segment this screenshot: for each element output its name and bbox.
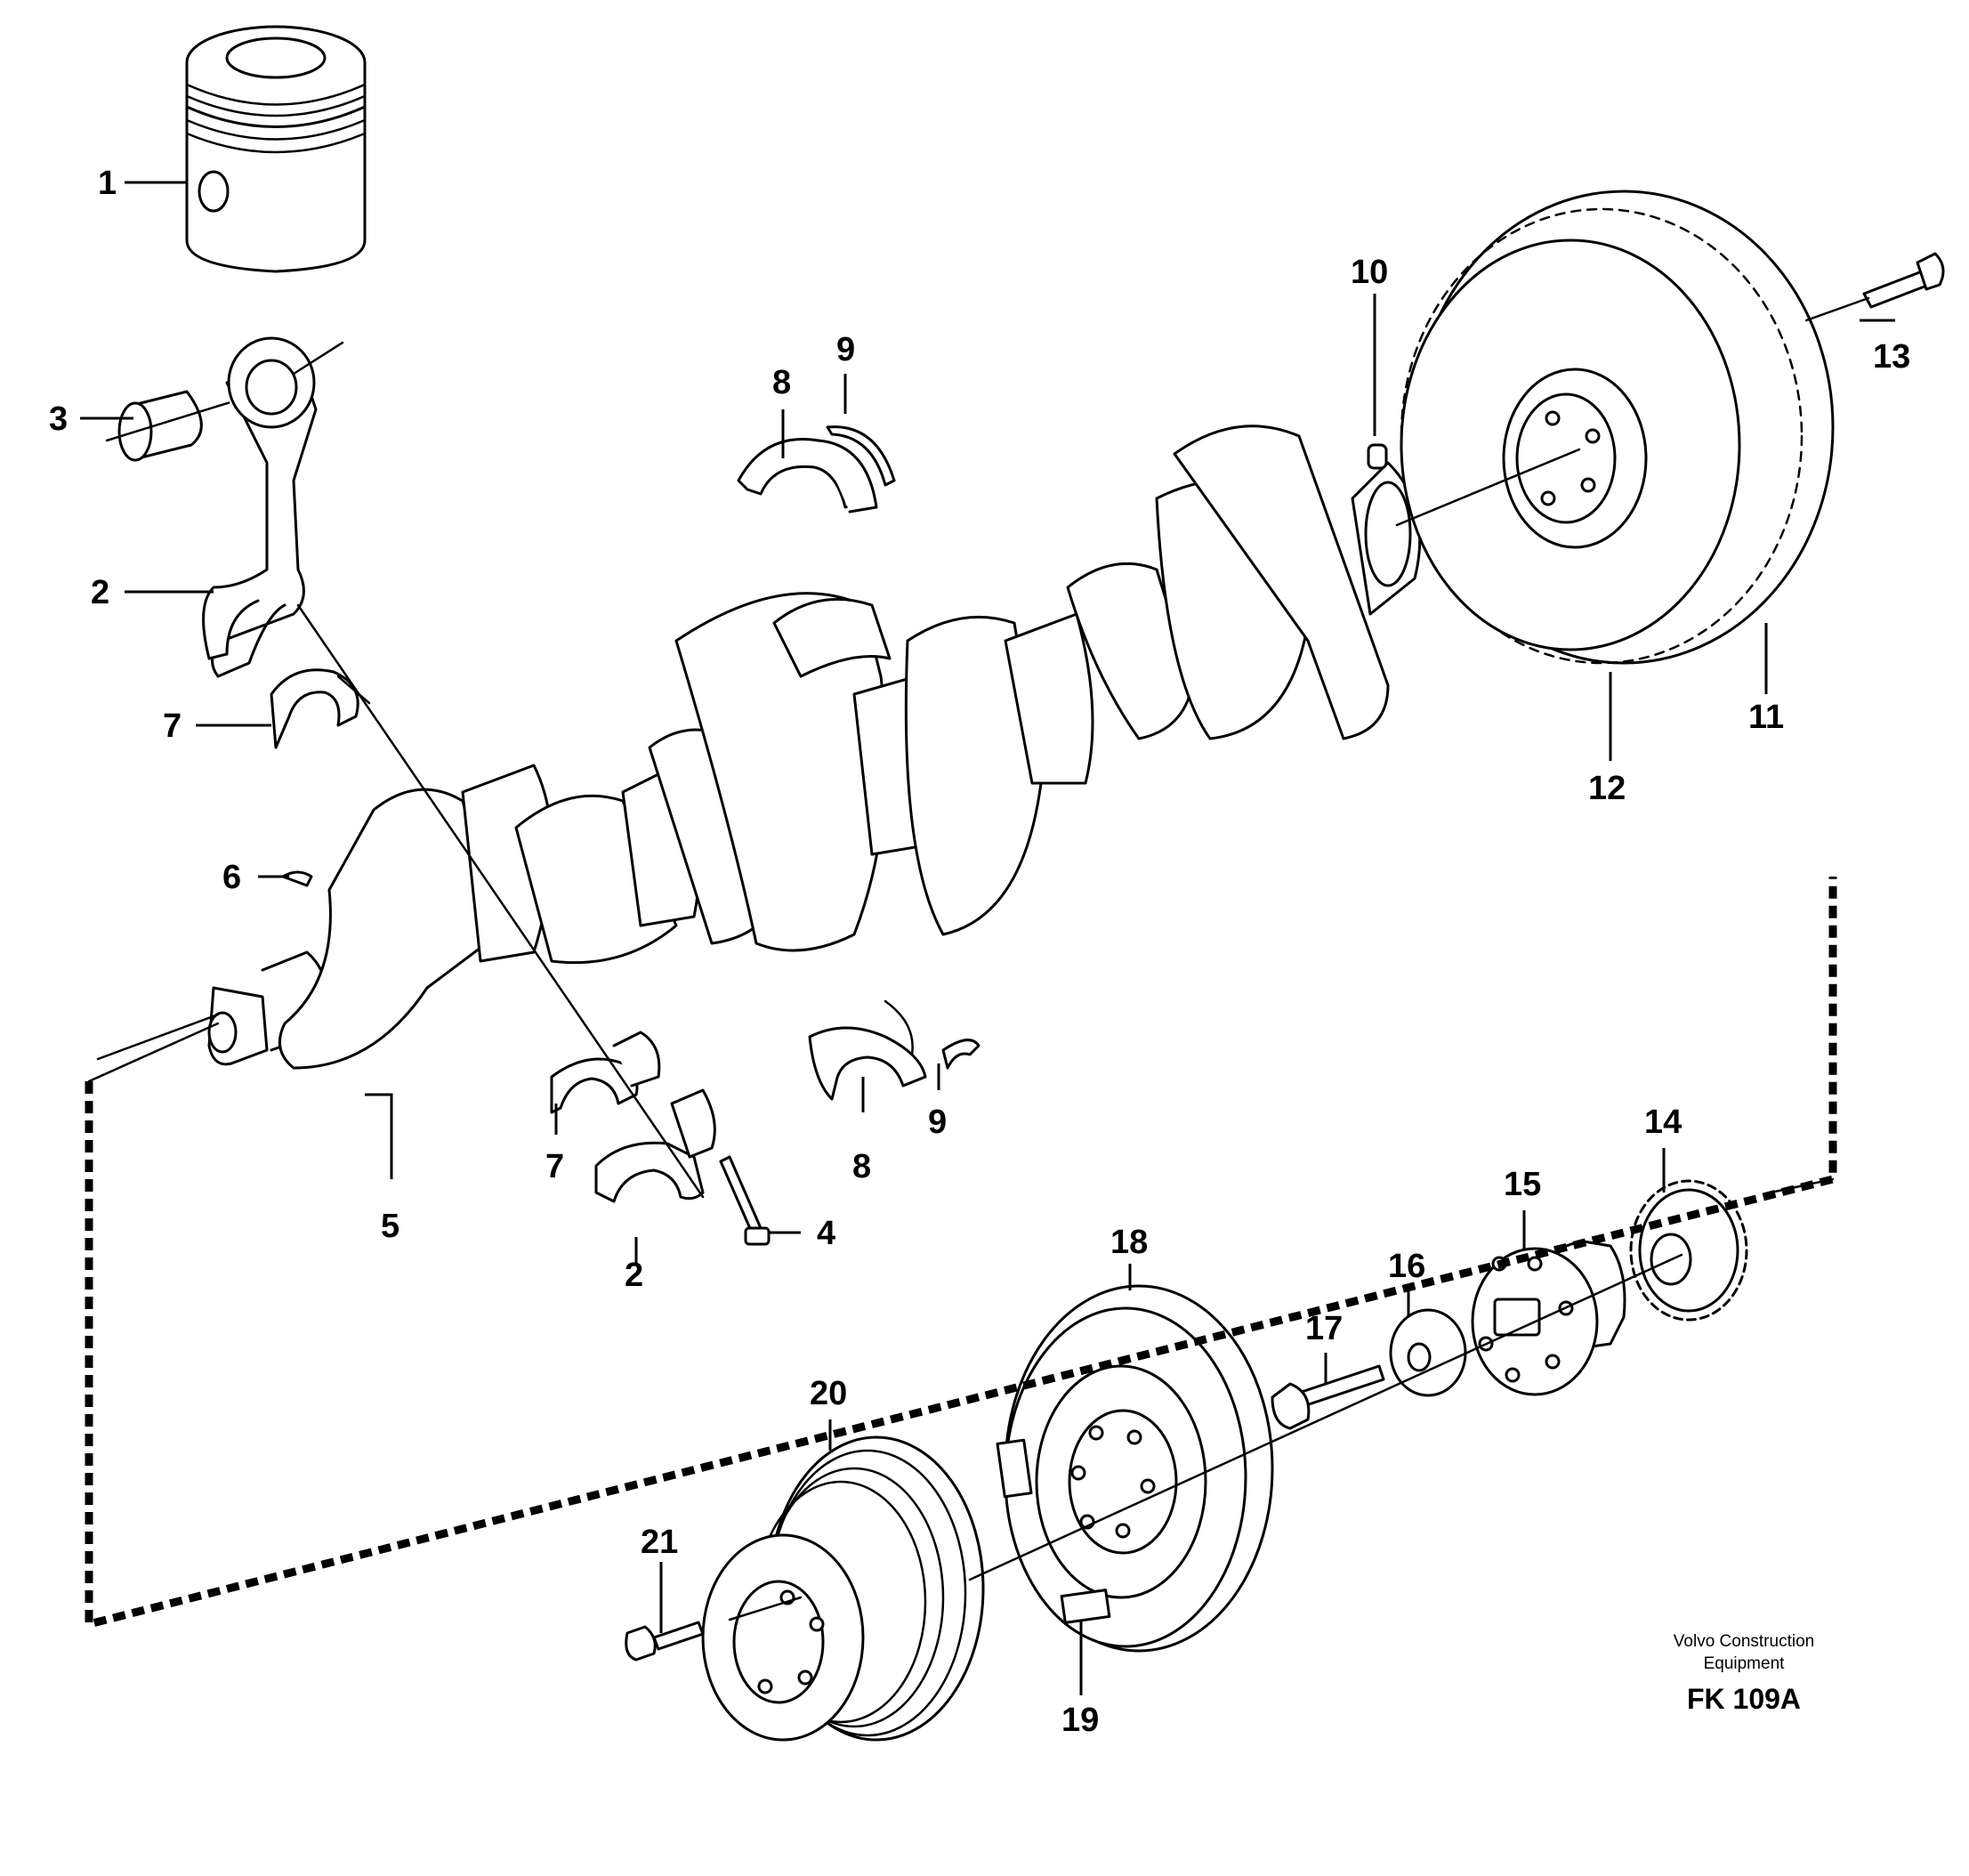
callout-18: 18 (1110, 1224, 1148, 1261)
pulley-bolt (625, 1621, 705, 1662)
center-bolt (1271, 1364, 1385, 1430)
callout-5: 5 (381, 1208, 399, 1245)
callout-11: 11 (1748, 699, 1784, 736)
leader-lines (80, 181, 1895, 1695)
credit-line-2: Equipment (1704, 1654, 1786, 1673)
piston (185, 25, 367, 273)
callout-4: 4 (817, 1215, 835, 1252)
main-bearing-lower (808, 999, 980, 1101)
callout-12: 12 (1588, 770, 1626, 807)
callout-2-lower: 2 (625, 1257, 643, 1294)
vibration-damper (996, 1284, 1274, 1653)
flywheel (1395, 190, 1835, 665)
callout-labels: 1 2 3 4 5 6 7 8 9 10 11 12 13 14 15 16 1… (49, 165, 1910, 1739)
callout-20: 20 (810, 1375, 847, 1412)
callout-9: 9 (836, 331, 855, 368)
credit-line-1: Volvo Construction (1674, 1632, 1814, 1651)
callout-7-lower: 7 (545, 1148, 564, 1185)
main-bearing-upper (737, 425, 896, 513)
callout-2: 2 (91, 574, 109, 611)
con-rod-cap-group (550, 1031, 771, 1246)
hub (1471, 1240, 1626, 1396)
callout-8-lower: 8 (852, 1148, 871, 1185)
dowel-pin (1367, 443, 1388, 470)
callout-21: 21 (641, 1524, 678, 1561)
callout-14: 14 (1644, 1104, 1682, 1141)
callout-8: 8 (772, 364, 791, 401)
woodruff-key (281, 870, 313, 887)
connecting-rod (202, 336, 344, 678)
con-rod-bearing-upper (270, 668, 371, 749)
belt-pulley (701, 1435, 985, 1742)
callout-7: 7 (163, 708, 182, 745)
callout-17: 17 (1305, 1310, 1343, 1347)
callout-6: 6 (222, 859, 241, 896)
assembly-frame (85, 877, 1837, 1629)
figure-code: FK 109A (1687, 1683, 1801, 1715)
callout-19: 19 (1061, 1702, 1099, 1739)
callout-9-lower: 9 (928, 1104, 947, 1141)
crankshaft (207, 425, 1422, 1070)
callout-13: 13 (1873, 338, 1910, 376)
callout-3: 3 (49, 400, 68, 438)
callout-10: 10 (1351, 254, 1388, 291)
flywheel-bolt (1804, 252, 1945, 322)
callout-1: 1 (98, 165, 117, 202)
callout-15: 15 (1504, 1166, 1541, 1203)
axis-lines (96, 603, 1683, 1621)
callout-16: 16 (1388, 1248, 1425, 1285)
figure-credit: Volvo Construction Equipment FK 109A (1674, 1632, 1814, 1715)
